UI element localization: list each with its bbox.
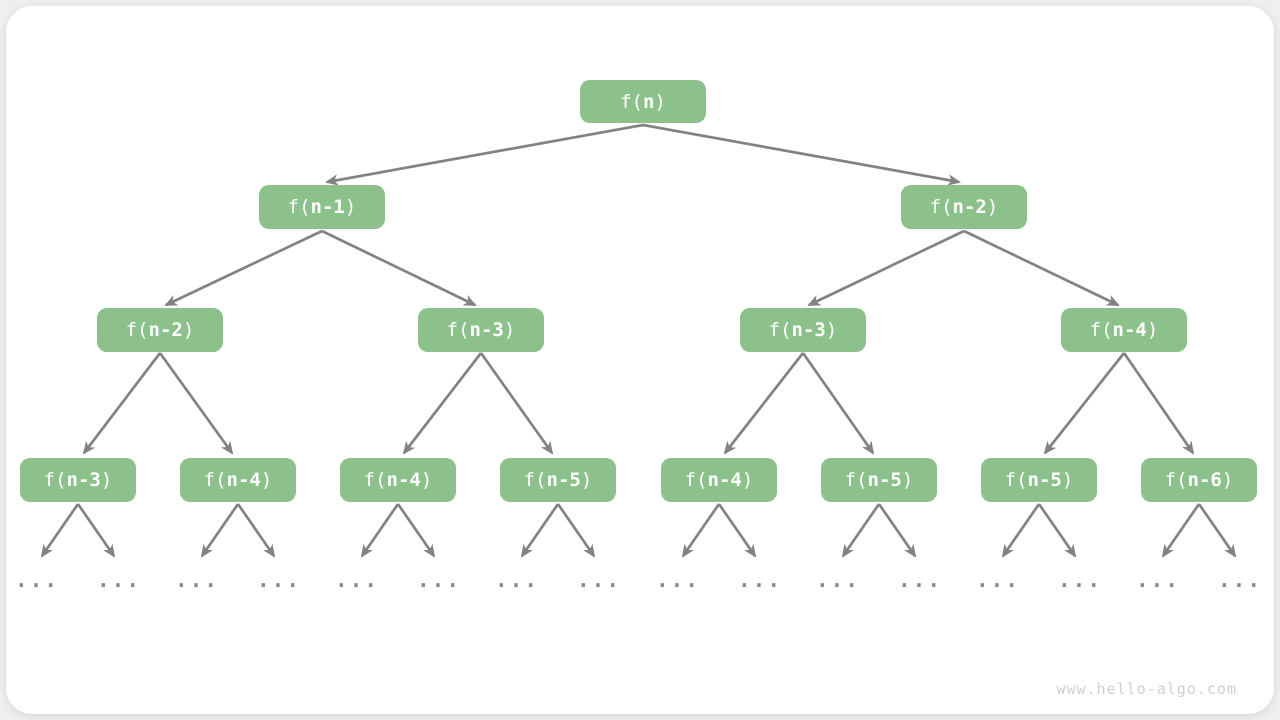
tree-node-l4-6: f(n-5): [981, 458, 1097, 502]
tree-node-l4-0: f(n-3): [20, 458, 136, 502]
node-label-arg: n-4: [1112, 319, 1147, 341]
node-label-post: ): [182, 319, 195, 341]
node-label-pre: f(: [125, 319, 149, 341]
node-label-post: ): [654, 90, 666, 113]
ellipsis: ...: [1218, 568, 1262, 592]
ellipsis: ...: [335, 568, 379, 592]
tree-node-l3-1: f(n-3): [418, 308, 544, 352]
node-label-arg: n-4: [707, 469, 742, 491]
ellipsis: ...: [1136, 568, 1180, 592]
ellipsis: ...: [656, 568, 700, 592]
node-label-post: ): [580, 469, 593, 491]
node-label-pre: f(: [929, 196, 953, 218]
ellipsis: ...: [1058, 568, 1102, 592]
node-label-post: ): [260, 469, 273, 491]
ellipsis: ...: [417, 568, 461, 592]
ellipsis: ...: [577, 568, 621, 592]
node-label-arg: n-4: [226, 469, 261, 491]
node-label-pre: f(: [1164, 469, 1188, 491]
node-label-pre: f(: [1089, 319, 1113, 341]
tree-node-l3-0: f(n-2): [97, 308, 223, 352]
node-label-arg: n-5: [546, 469, 581, 491]
node-label-post: ): [901, 469, 914, 491]
watermark: www.hello-algo.com: [1056, 680, 1237, 698]
ellipsis: ...: [976, 568, 1020, 592]
node-label-pre: f(: [523, 469, 547, 491]
node-label-pre: f(: [684, 469, 708, 491]
tree-node-l4-2: f(n-4): [340, 458, 456, 502]
tree-node-l4-5: f(n-5): [821, 458, 937, 502]
tree-node-l2-0: f(n-1): [259, 185, 385, 229]
node-label-arg: n-3: [469, 319, 504, 341]
ellipsis: ...: [495, 568, 539, 592]
tree-node-root: f(n): [580, 80, 706, 123]
node-label-arg: n-3: [66, 469, 101, 491]
node-label-arg: n-4: [386, 469, 421, 491]
tree-node-l2-1: f(n-2): [901, 185, 1027, 229]
node-label-arg: n-6: [1187, 469, 1222, 491]
ellipsis: ...: [816, 568, 860, 592]
ellipsis: ...: [175, 568, 219, 592]
ellipsis: ...: [257, 568, 301, 592]
node-label-pre: f(: [1004, 469, 1028, 491]
node-label-arg: n-5: [867, 469, 902, 491]
node-label-pre: f(: [768, 319, 792, 341]
node-label-pre: f(: [203, 469, 227, 491]
node-label-post: ): [1221, 469, 1234, 491]
node-label-pre: f(: [363, 469, 387, 491]
tree-node-l3-2: f(n-3): [740, 308, 866, 352]
node-label-arg: n-5: [1027, 469, 1062, 491]
node-label-post: ): [420, 469, 433, 491]
node-label-arg: n-3: [791, 319, 826, 341]
ellipsis: ...: [898, 568, 942, 592]
node-label-pre: f(: [844, 469, 868, 491]
node-label-arg: n-1: [310, 196, 345, 218]
node-label-post: ): [344, 196, 357, 218]
node-label-pre: f(: [446, 319, 470, 341]
node-label-post: ): [100, 469, 113, 491]
node-label-pre: f(: [287, 196, 311, 218]
node-label-arg: n-2: [148, 319, 183, 341]
node-label-arg: n: [642, 90, 655, 113]
ellipsis: ...: [738, 568, 782, 592]
tree-node-l4-4: f(n-4): [661, 458, 777, 502]
tree-node-l4-1: f(n-4): [180, 458, 296, 502]
node-label-pre: f(: [43, 469, 67, 491]
tree-node-l4-3: f(n-5): [500, 458, 616, 502]
node-label-pre: f(: [620, 90, 643, 113]
tree-node-l3-3: f(n-4): [1061, 308, 1187, 352]
node-label-post: ): [1146, 319, 1159, 341]
node-label-post: ): [503, 319, 516, 341]
tree-node-l4-7: f(n-6): [1141, 458, 1257, 502]
node-label-post: ): [741, 469, 754, 491]
node-label-post: ): [825, 319, 838, 341]
ellipsis: ...: [15, 568, 59, 592]
node-label-post: ): [1061, 469, 1074, 491]
node-label-arg: n-2: [952, 196, 987, 218]
ellipsis: ...: [97, 568, 141, 592]
node-label-post: ): [986, 196, 999, 218]
